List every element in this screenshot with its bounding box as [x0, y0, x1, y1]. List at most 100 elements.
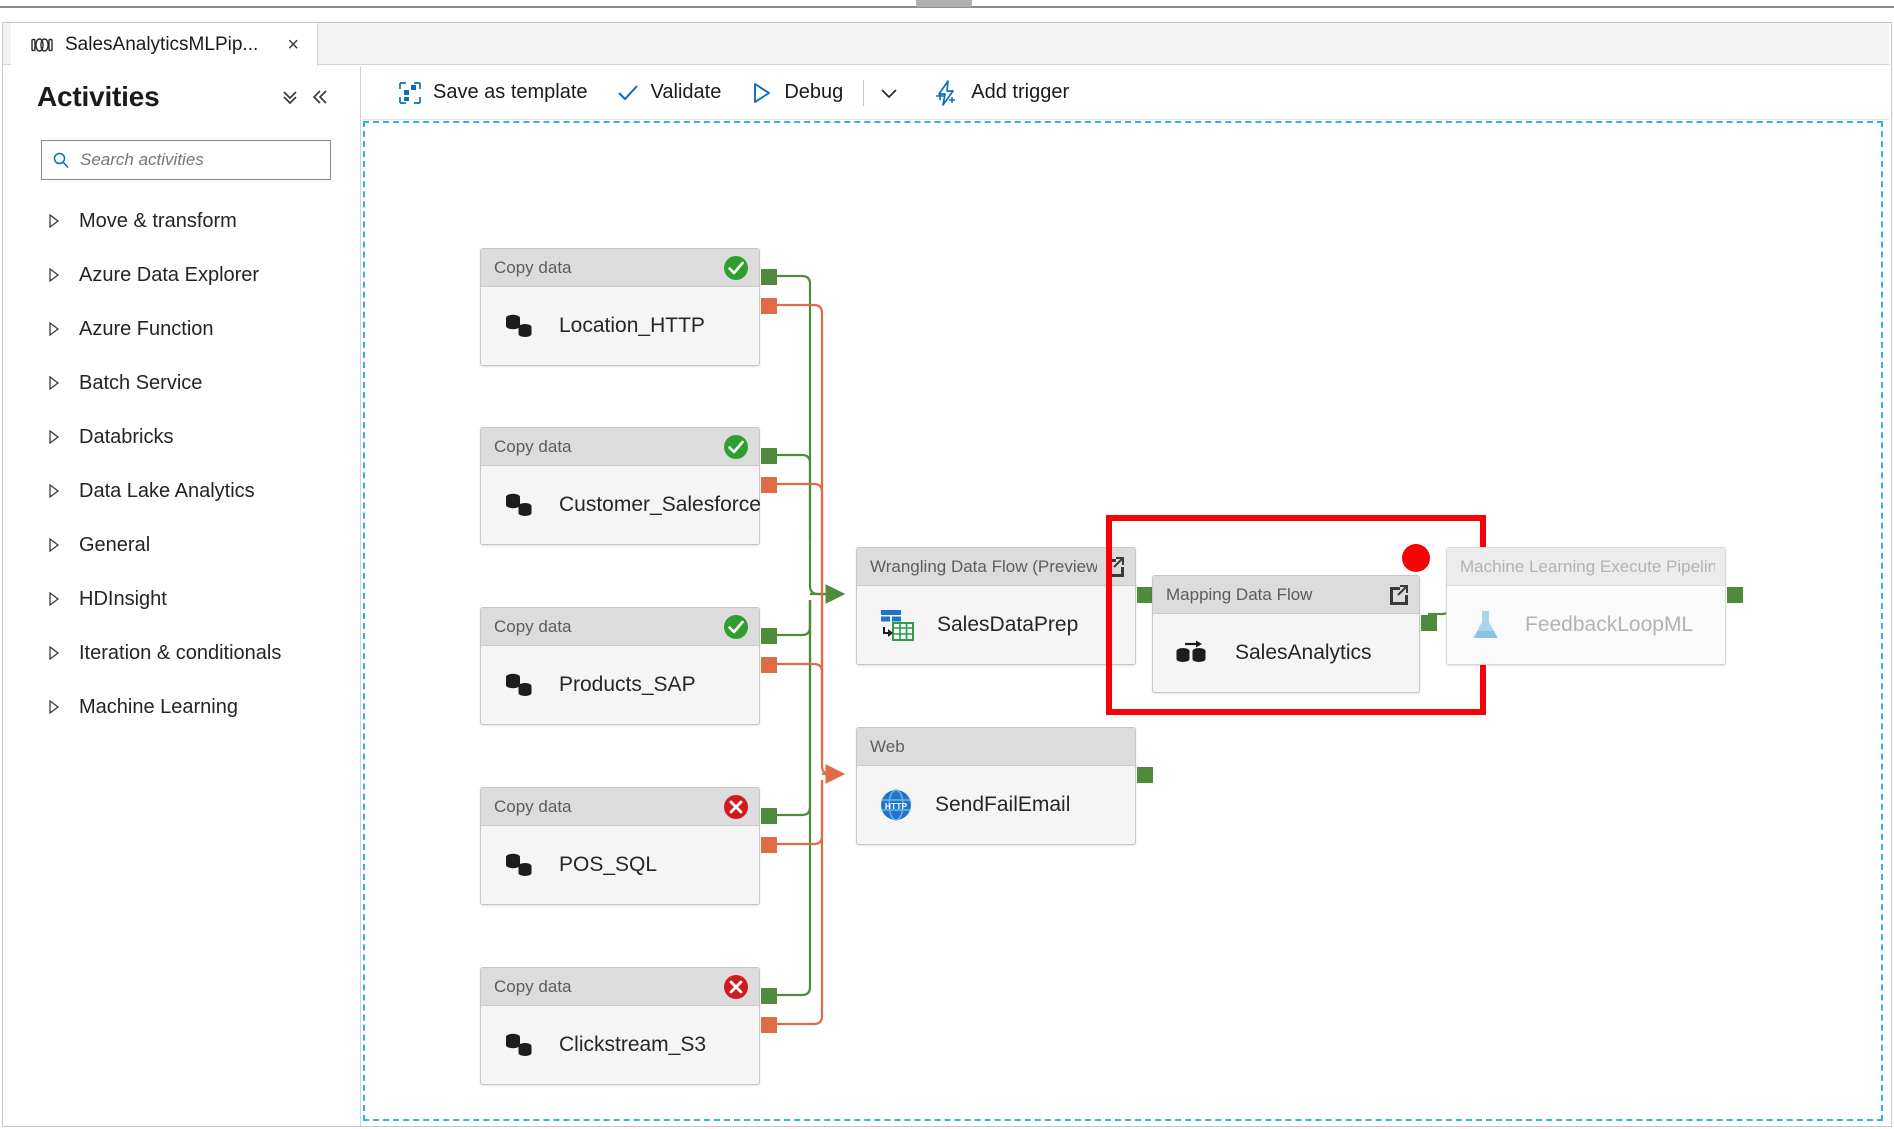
node-body: Clickstream_S3	[481, 1006, 759, 1084]
sidebar-item-data-lake-analytics[interactable]: Data Lake Analytics	[3, 464, 361, 518]
http-globe-icon: HTTP	[879, 788, 913, 822]
node-body: Location_HTTP	[481, 287, 759, 365]
node-header: Copy data	[481, 788, 759, 826]
sidebar-item-label: Azure Data Explorer	[79, 263, 260, 286]
copy-data-icon	[503, 490, 537, 520]
sidebar-item-label: Azure Function	[79, 317, 214, 340]
open-in-new-icon[interactable]	[1103, 556, 1125, 578]
node-feedbackloopml[interactable]: Machine Learning Execute Pipeline Feedba…	[1446, 547, 1743, 665]
node-name-label: SendFailEmail	[935, 793, 1071, 816]
failure-output-port[interactable]	[761, 477, 777, 493]
pipeline-icon	[31, 37, 53, 53]
close-icon[interactable]: ×	[287, 34, 299, 56]
node-body: HTTP SendFailEmail	[857, 766, 1135, 844]
node-type-label: Machine Learning Execute Pipeline	[1460, 556, 1715, 576]
search-activities-box[interactable]	[41, 140, 331, 180]
chevron-right-icon	[47, 537, 61, 553]
success-output-port[interactable]	[761, 808, 777, 824]
node-location-http[interactable]: Copy data	[480, 248, 777, 366]
node-body: SalesAnalytics	[1153, 614, 1419, 692]
node-products-sap[interactable]: Copy data	[480, 607, 777, 725]
failure-output-port[interactable]	[761, 657, 777, 673]
green-check-badge	[723, 434, 749, 460]
node-header: Web	[857, 728, 1135, 766]
tab-strip: SalesAnalyticsMLPip... ×	[3, 23, 1889, 67]
node-name-label: SalesAnalytics	[1235, 641, 1372, 664]
node-body: POS_SQL	[481, 826, 759, 904]
chevron-right-icon	[47, 321, 61, 337]
node-pos-sql[interactable]: Copy data	[480, 787, 777, 905]
debug-button[interactable]: Debug	[735, 73, 857, 113]
open-in-new-icon[interactable]	[1387, 584, 1409, 606]
node-body: Products_SAP	[481, 646, 759, 724]
failure-output-port[interactable]	[761, 298, 777, 314]
play-triangle-icon	[749, 81, 773, 105]
sidebar-item-databricks[interactable]: Databricks	[3, 410, 361, 464]
sidebar-item-batch-service[interactable]: Batch Service	[3, 356, 361, 410]
sidebar-item-label: Move & transform	[79, 209, 237, 232]
window-top-notch	[916, 0, 972, 7]
node-body: SalesDataPrep	[857, 586, 1135, 664]
chevron-right-icon	[47, 699, 61, 715]
node-sendfailemail[interactable]: Web HTTP SendFailEmail	[856, 727, 1153, 845]
node-name-label: Location_HTTP	[559, 314, 705, 337]
node-body: Customer_Salesforce	[481, 466, 761, 544]
node-clickstream-s3[interactable]: Copy data	[480, 967, 777, 1085]
tab-salesanalyticsmlpipeline[interactable]: SalesAnalyticsMLPip... ×	[11, 23, 318, 67]
add-trigger-button[interactable]: Add trigger	[920, 73, 1083, 113]
ml-flask-icon	[1469, 609, 1503, 641]
node-type-label: Copy data	[494, 796, 572, 816]
success-output-port[interactable]	[1421, 615, 1437, 631]
sidebar-item-hdinsight[interactable]: HDInsight	[3, 572, 361, 626]
node-salesanalytics[interactable]: Mapping Data Flow	[1152, 575, 1437, 693]
double-chevron-down-icon[interactable]	[275, 82, 305, 112]
search-input[interactable]	[78, 149, 320, 171]
copy-data-icon	[503, 1030, 537, 1060]
node-type-label: Web	[870, 736, 905, 756]
failure-output-port[interactable]	[761, 1017, 777, 1033]
red-dot-marker	[1402, 544, 1430, 572]
green-check-badge	[723, 255, 749, 281]
sidebar-item-azure-function[interactable]: Azure Function	[3, 302, 361, 356]
lightning-plus-icon	[934, 79, 960, 106]
save-as-template-label: Save as template	[433, 81, 588, 103]
success-output-port[interactable]	[761, 628, 777, 644]
node-customer-salesforce[interactable]: Copy data	[480, 427, 777, 545]
pipeline-canvas[interactable]: Copy data	[362, 120, 1889, 1126]
node-salesdataprep[interactable]: Wrangling Data Flow (Preview)	[856, 547, 1153, 665]
copy-data-icon	[503, 670, 537, 700]
success-output-port[interactable]	[1727, 587, 1743, 603]
sidebar-item-move-transform[interactable]: Move & transform	[3, 194, 361, 248]
pipeline-toolbar: Save as template Validate Debug	[362, 66, 1889, 120]
success-output-port[interactable]	[761, 988, 777, 1004]
sidebar-item-label: Machine Learning	[79, 695, 238, 718]
mapping-data-flow-icon	[1175, 638, 1213, 668]
save-as-template-button[interactable]: Save as template	[384, 73, 602, 113]
node-name-label: SalesDataPrep	[937, 613, 1079, 636]
failure-output-port[interactable]	[761, 837, 777, 853]
success-output-port[interactable]	[761, 269, 777, 285]
success-output-port[interactable]	[1137, 767, 1153, 783]
tab-title: SalesAnalyticsMLPip...	[65, 34, 259, 55]
sidebar-item-azure-data-explorer[interactable]: Azure Data Explorer	[3, 248, 361, 302]
debug-label: Debug	[784, 81, 844, 103]
node-type-label: Mapping Data Flow	[1166, 584, 1313, 604]
page-title: Activities	[37, 81, 160, 112]
sidebar-item-machine-learning[interactable]: Machine Learning	[3, 680, 361, 734]
sidebar-item-label: HDInsight	[79, 587, 167, 610]
node-name-label: FeedbackLoopML	[1525, 613, 1694, 636]
sidebar-item-general[interactable]: General	[3, 518, 361, 572]
success-output-port[interactable]	[1137, 587, 1153, 603]
success-output-port[interactable]	[761, 448, 777, 464]
chevron-right-icon	[47, 429, 61, 445]
chevron-right-icon	[47, 375, 61, 391]
validate-button[interactable]: Validate	[602, 73, 736, 113]
double-chevron-left-icon[interactable]	[305, 82, 335, 112]
node-header: Copy data	[481, 428, 759, 466]
toolbar-divider	[863, 79, 865, 106]
window-top-rule	[0, 6, 1894, 8]
sidebar-item-iteration-conditionals[interactable]: Iteration & conditionals	[3, 626, 361, 680]
debug-chevron-down-icon[interactable]	[870, 74, 908, 112]
copy-data-icon	[503, 311, 537, 341]
